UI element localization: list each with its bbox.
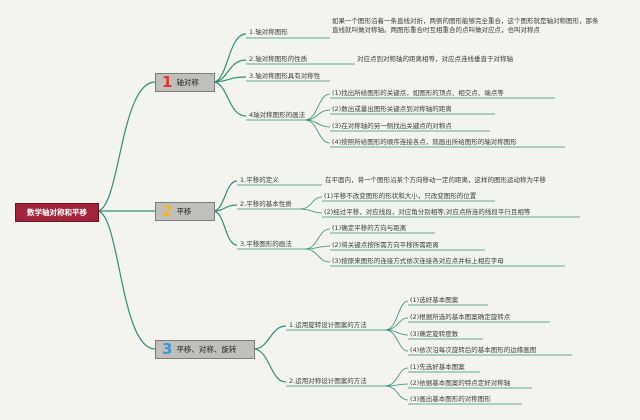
detail-1-1-1: 如果一个图形沿着一条直线对折，两侧的图形能够完全重合，这个图形就是轴对称图形，那… — [332, 17, 599, 34]
topic-label-3: 平移、对称、旋转 — [176, 345, 237, 354]
topic-number-2: 2 — [162, 202, 173, 220]
detail-3-1-1: (1)选好基本图案 — [410, 296, 459, 304]
root-label: 数学轴对称和平移 — [27, 208, 87, 217]
detail-2-3-2: (2)将关键点按所需方向平移所需距离 — [332, 241, 439, 249]
topic-label-1: 轴对称 — [176, 78, 199, 87]
subtopic-2-3[interactable]: 3.平移图形的画法 — [240, 240, 292, 248]
detail-1-4-1: (1)找出所给图形的关键点，如图形的顶点、相交点、端点等 — [332, 89, 504, 97]
subtopic-3-2[interactable]: 2.运用对称设计图案的方法 — [289, 377, 367, 385]
subtopic-3-1[interactable]: 1.运用旋转设计图案的方法 — [289, 321, 367, 329]
topic-number-3: 3 — [162, 340, 173, 358]
root-node[interactable]: 数学轴对称和平移 — [15, 203, 99, 222]
detail-2-2-2: (2)经过平移，对应线段，对应角分别相等;对应点所连的线段平行且相等 — [324, 208, 531, 216]
subtopic-1-2[interactable]: 2.轴对称图形的性质 — [249, 55, 308, 63]
detail-1-4-2: (2)数出或量出图形关键点到对称轴的距离 — [332, 105, 452, 113]
topic-number-1: 1 — [162, 73, 173, 91]
topic-node-3[interactable]: 3 平移、对称、旋转 — [155, 340, 255, 359]
detail-1-2-1: 对应点到对称轴的距离相等，对应点连线垂直于对称轴 — [357, 55, 513, 63]
topic-label-2: 平移 — [176, 207, 192, 216]
detail-2-3-3: (3)按原来图形的连接方式依次连接各对应点并标上相应字母 — [332, 257, 504, 265]
subtopic-1-3[interactable]: 3.轴对称图形具有对称性 — [249, 72, 321, 80]
subtopic-2-1[interactable]: 1.平移的定义 — [240, 176, 279, 184]
connector-root-topic1 — [96, 81, 156, 212]
detail-3-2-2: (2)依据基本图案的特点定好对称轴 — [410, 379, 511, 387]
subtopic-2-2[interactable]: 2.平移的基本性质 — [240, 200, 292, 208]
topic-node-2[interactable]: 2 平移 — [155, 202, 215, 221]
detail-1-4-4: (4)按照所给图形的顺序连接各点，就画出所给图形的轴对称图形 — [332, 138, 517, 146]
topic-node-1[interactable]: 1 轴对称 — [155, 73, 215, 92]
detail-3-1-3: (3)确定旋转度数 — [410, 330, 459, 338]
detail-2-2-1: (1)平移不改变图形的形状和大小，只改变图形的位置 — [324, 192, 477, 200]
detail-2-1-1: 在平面内，将一个图形沿某个方向移动一定的距离，这样的图形运动称为平移 — [325, 176, 546, 184]
detail-3-2-1: (1)先选好基本图案 — [410, 363, 465, 371]
detail-3-1-2: (2)根据所选的基本图案确定旋转点 — [410, 313, 511, 321]
detail-3-2-3: (3)画出基本图形的对称图形 — [410, 395, 491, 403]
detail-1-4-3: (3)在对称轴的另一侧找出关键点的对称点 — [332, 122, 452, 130]
subtopic-1-1[interactable]: 1.轴对称图形 — [249, 28, 288, 36]
subtopic-1-4[interactable]: 4轴对称图形的画法 — [249, 111, 306, 119]
detail-3-1-4: (4)依次沿每次旋转后的基本图形的边缘画图 — [410, 346, 537, 354]
detail-2-3-1: (1)确定平移的方向与距离 — [332, 224, 407, 232]
connector-root-topic3 — [96, 210, 156, 350]
